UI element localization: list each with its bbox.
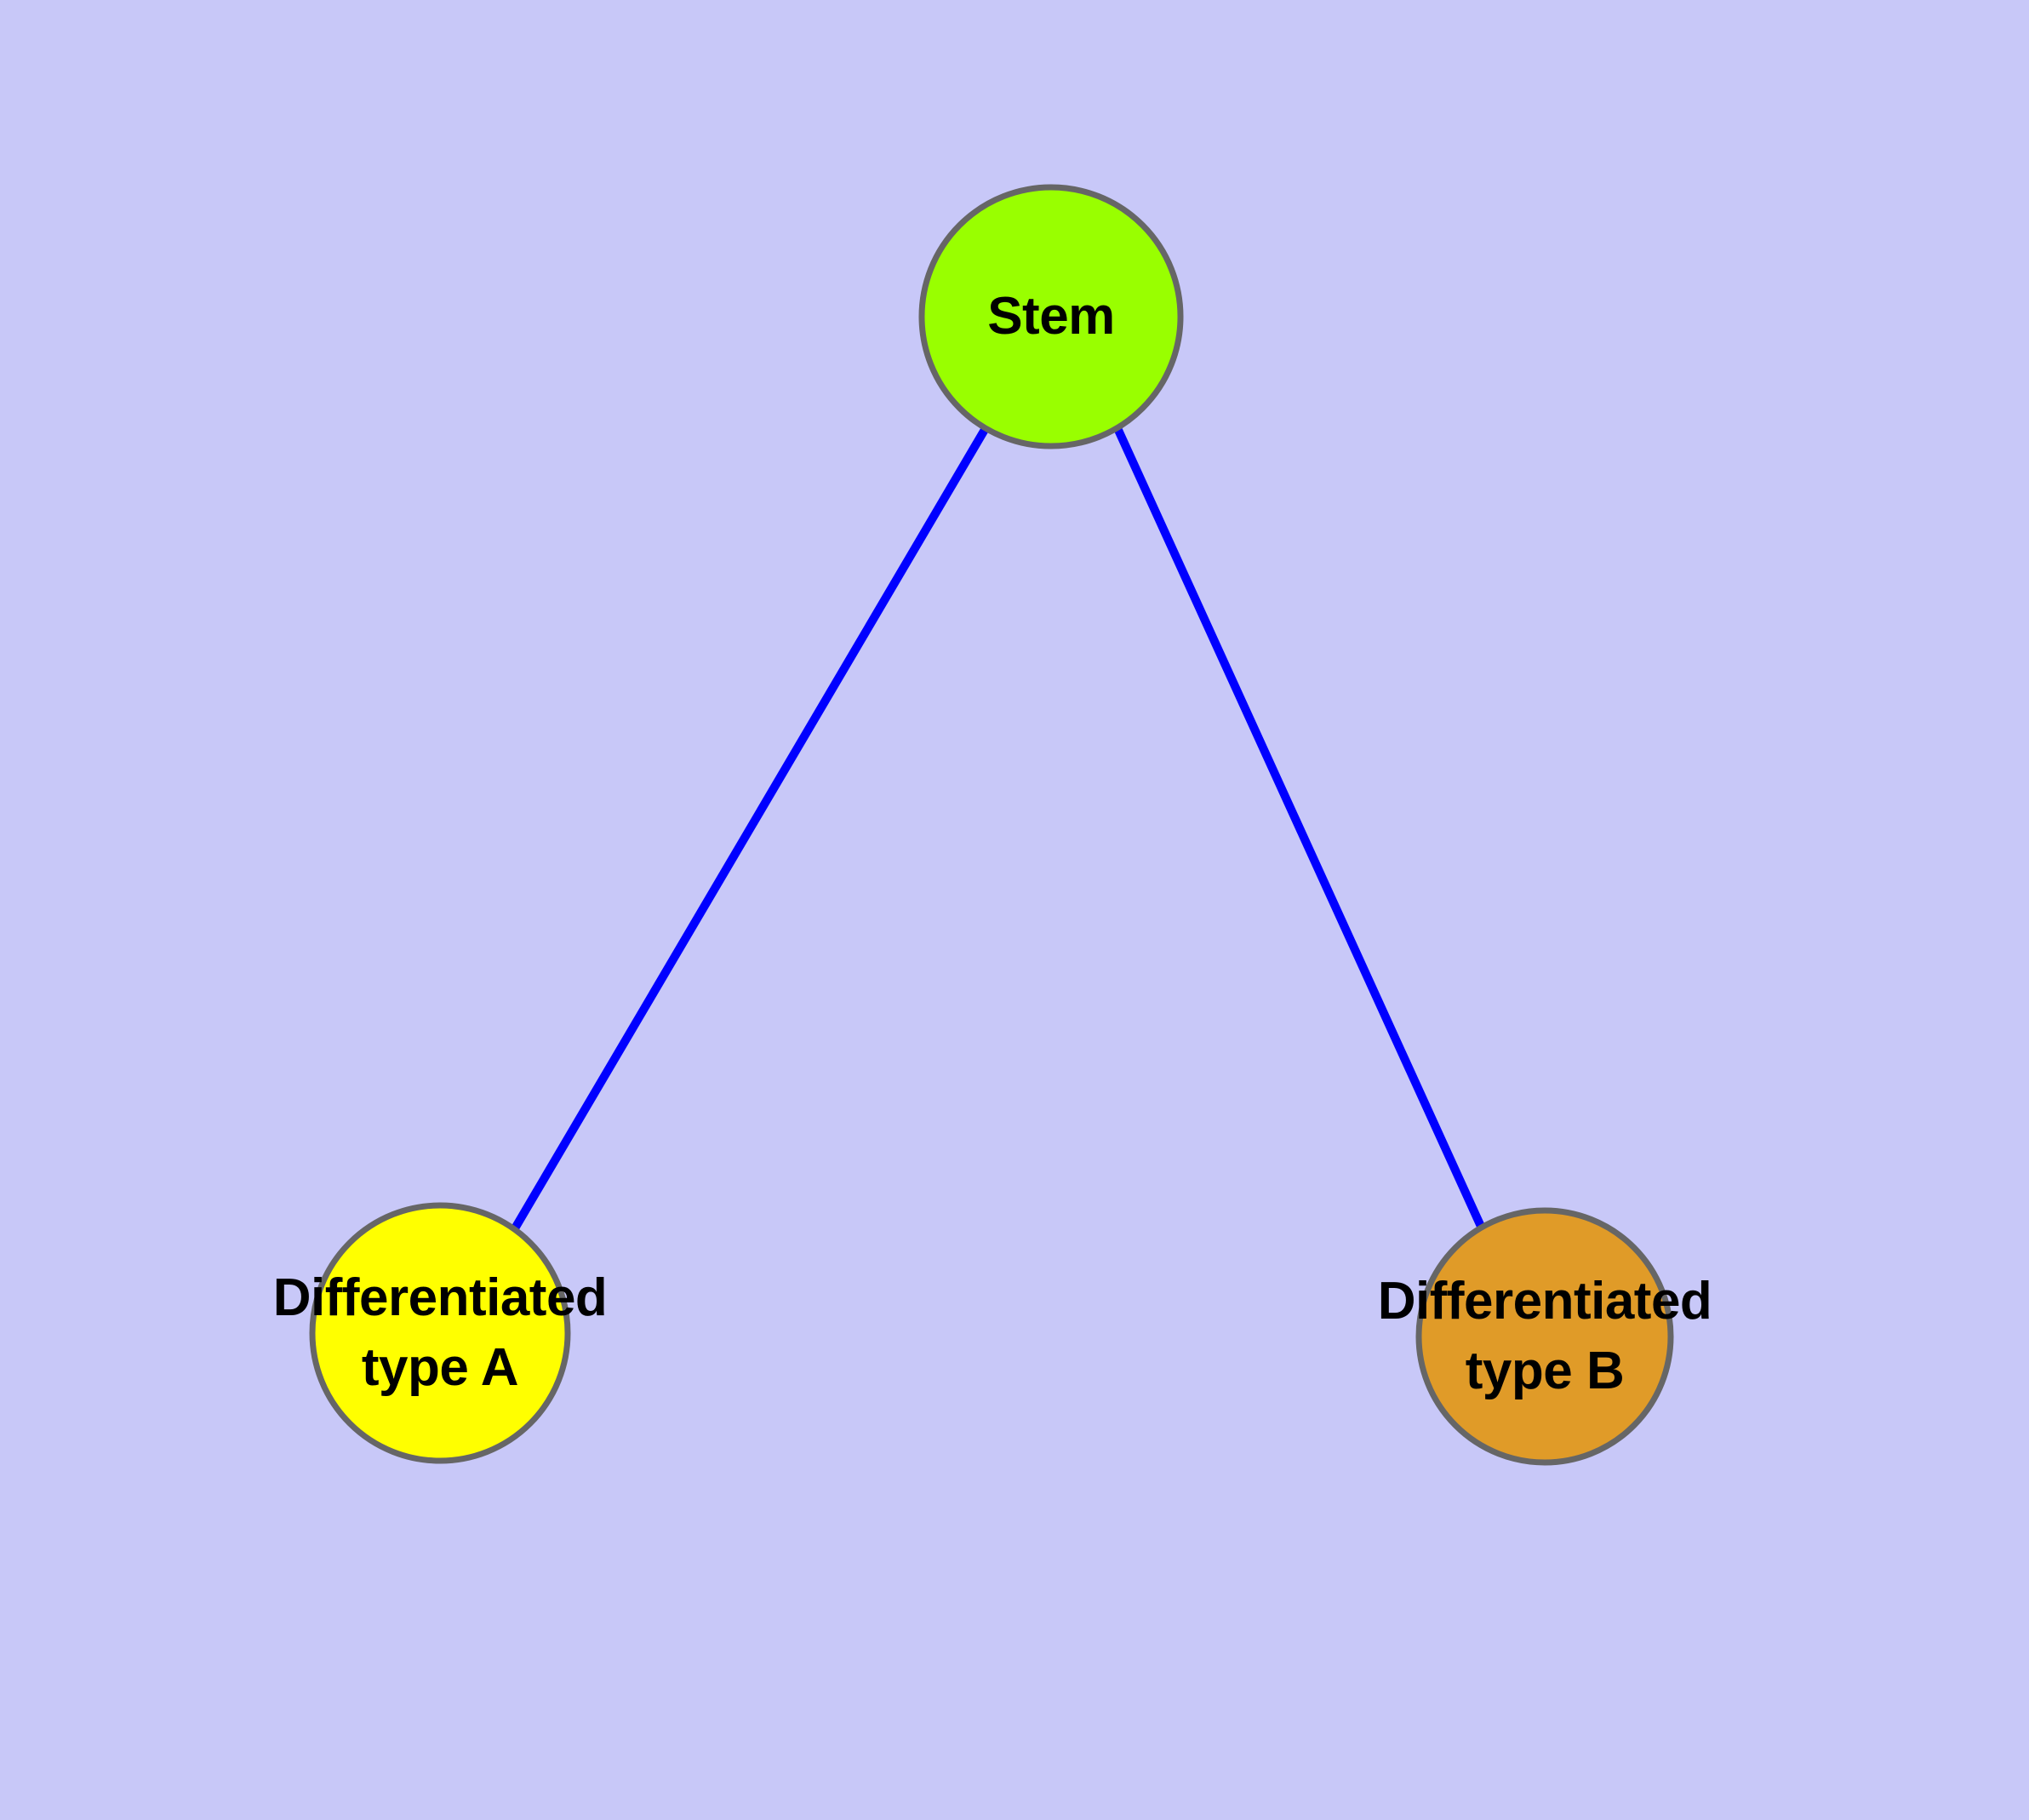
node-diff_b[interactable] bbox=[1415, 1207, 1674, 1466]
node-diff_a[interactable] bbox=[309, 1202, 571, 1464]
edges-layer bbox=[511, 426, 1487, 1233]
edge-stem-diff-b[interactable] bbox=[1113, 426, 1487, 1233]
edge-stem-diff-a[interactable] bbox=[511, 426, 990, 1231]
nodes-layer bbox=[309, 184, 1674, 1466]
node-stem[interactable] bbox=[918, 184, 1184, 449]
